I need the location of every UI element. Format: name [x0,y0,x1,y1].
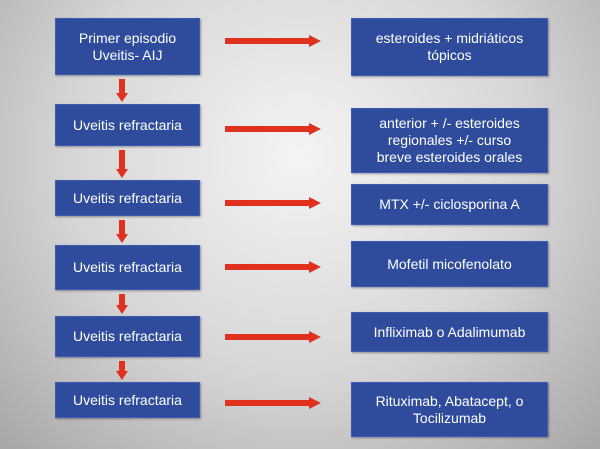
treatment-box: Mofetil micofenolato [351,241,548,287]
treatment-text: tópicos [427,47,472,63]
right-arrow-icon [225,396,321,409]
step-text: Uveitis refractaria [73,328,182,344]
treatment-text: Mofetil micofenolato [387,255,512,272]
right-arrow-icon [225,260,321,273]
right-arrow-icon [225,122,321,135]
down-arrow-icon [116,361,128,380]
down-arrow-icon [116,150,128,178]
step-text: Uveitis refractaria [73,116,182,133]
step-box: Uveitis refractaria [55,316,200,357]
right-arrow-icon [225,196,321,209]
treatment-text: regionales +/- curso [387,132,512,148]
step-box: Uveitis refractaria [55,104,200,146]
treatment-text: esteroides + midriáticos [375,30,524,46]
step-text: Uveitis refractaria [73,391,182,408]
down-arrow-icon [116,294,128,314]
step-text: Uveitis refractaria [73,189,182,206]
treatment-text: Rituximab, Abatacept, o [375,392,524,409]
step-box: Uveitis refractaria [55,180,200,216]
treatment-text: Tocilizumab [412,409,487,426]
right-arrow-icon [225,330,321,343]
treatment-text: breve esteroides orales [376,149,523,165]
step-box: Uveitis refractaria [55,245,200,290]
step-text: Uveitis refractaria [73,259,182,275]
right-arrow-icon [225,34,321,47]
down-arrow-icon [116,79,128,102]
treatment-box: Infliximab o Adalimumab [351,312,548,352]
treatment-text: Infliximab o Adalimumab [373,323,526,340]
step-text: Primer episodio [78,29,177,46]
down-arrow-icon [116,220,128,243]
treatment-box: MTX +/- ciclosporina A [351,184,548,225]
treatment-text: MTX +/- ciclosporina A [379,196,520,212]
step-box: Uveitis refractaria [55,382,200,418]
step-text: Uveitis- AIJ [92,46,163,63]
treatment-text: anterior + /- esteroides [379,115,520,131]
